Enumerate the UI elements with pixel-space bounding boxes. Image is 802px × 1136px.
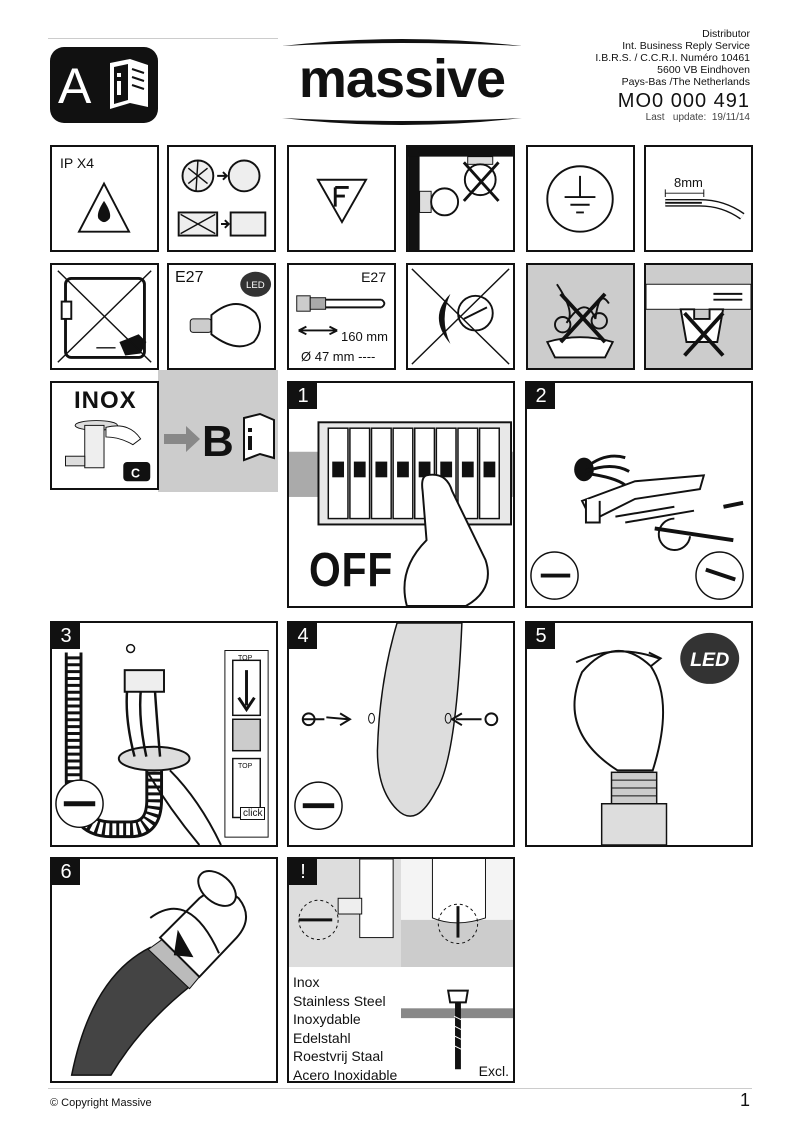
- f-mark-icon: [316, 178, 368, 225]
- top-rule: [48, 38, 278, 39]
- ground-tile: [526, 145, 635, 252]
- inox-tile: INOX C: [50, 381, 159, 490]
- step-6-panel: 6: [50, 857, 278, 1083]
- wiring-illustration: [55, 643, 269, 845]
- material-item: Edelstahl: [293, 1029, 351, 1046]
- material-item: Roestvrij Staal: [293, 1048, 384, 1064]
- no-wire-bundle-tile: [526, 263, 635, 370]
- distributor-address: Distributor Int. Business Reply Service …: [595, 28, 750, 88]
- wire-icon: [664, 189, 745, 220]
- page-number: 1: [739, 1090, 750, 1110]
- no-dimmer-icon: [411, 268, 510, 365]
- copyright: © Copyright Massive: [50, 1097, 152, 1109]
- ip-rating-label: IP X4: [60, 155, 94, 171]
- warning-marker: !: [289, 859, 317, 885]
- bulb-install-illustration: LED: [573, 632, 740, 845]
- f-mark-tile: [287, 145, 396, 252]
- shade-screws-illustration: [294, 623, 499, 831]
- material-item: Acero Inoxidable: [293, 1066, 398, 1083]
- distributor-line: Int. Business Reply Service: [622, 40, 750, 52]
- step-3-panel: 3 TOP TOP click: [50, 621, 278, 847]
- top-marker: TOP: [238, 763, 253, 770]
- wire-strip-label: 8mm: [674, 175, 703, 190]
- ground-icon: [546, 165, 614, 233]
- led-bulb-icon: LED: [189, 271, 272, 348]
- breaker-panel-illustration: [289, 421, 513, 606]
- logo-swoosh-bottom: [282, 118, 522, 125]
- off-label: OFF: [309, 544, 394, 597]
- socket-label: E27: [175, 269, 204, 286]
- no-ceiling-mount-tile: [406, 145, 515, 252]
- manual-b-letter: B: [202, 417, 234, 466]
- warning-panel: ! Inox Stainless Steel Inoxydable Edelst…: [287, 857, 515, 1083]
- badge-letter: A: [58, 58, 92, 114]
- shade-twist-illustration: [70, 870, 248, 1076]
- svg-text:C: C: [131, 466, 140, 480]
- inox-lamp-icon: C: [65, 420, 151, 482]
- reference-number: MO0 000 491: [617, 90, 750, 112]
- e27-cfl-tile: E27 160 mm Ø 47 mm ----: [287, 263, 396, 370]
- no-flush-mount-tile: [644, 263, 753, 370]
- no-ceiling-icon: [408, 147, 513, 250]
- e27-led-bulb-tile: E27 LED: [167, 263, 276, 370]
- ip-rating-tile: IP X4: [50, 145, 159, 252]
- distributor-line: 5600 VB Eindhoven: [657, 64, 750, 76]
- glass-replace-tile: [167, 145, 276, 252]
- step-number: 6: [52, 859, 80, 885]
- distributor-line: Distributor: [702, 28, 750, 40]
- excl-label: Excl.: [478, 1063, 509, 1079]
- manual-badge-a: A: [50, 47, 158, 123]
- socket-label: E27: [361, 269, 386, 285]
- top-marker: TOP: [238, 655, 253, 662]
- material-item: Inoxydable: [293, 1011, 361, 1027]
- step-number: 3: [52, 623, 80, 649]
- step-number: 2: [527, 383, 555, 409]
- logo-swoosh-top: [282, 39, 522, 46]
- stainless-screw-illustration: [289, 859, 513, 1081]
- broken-glass-icon: [177, 159, 267, 237]
- materials-list: Inox Stainless Steel Inoxydable Edelstah…: [293, 973, 398, 1083]
- no-cord-tile: [50, 263, 159, 370]
- length-label: 160 mm: [341, 329, 388, 344]
- distributor-line: I.B.R.S. / C.C.R.I. Numéro 10461: [595, 52, 750, 64]
- no-dimmer-tile: [406, 263, 515, 370]
- brand-name: massive: [298, 49, 506, 109]
- svg-text:LED: LED: [690, 649, 729, 671]
- no-plug-icon: [57, 270, 152, 363]
- diameter-label: Ø 47 mm ----: [301, 349, 376, 364]
- step-4-panel: 4: [287, 621, 515, 847]
- last-update: Last update: 19/11/14: [645, 112, 750, 123]
- footer-rule: [48, 1088, 752, 1089]
- inox-title: INOX: [74, 387, 137, 414]
- bracket-mounting-illustration: [530, 454, 744, 600]
- step-number: 5: [527, 623, 555, 649]
- step-number: 1: [289, 383, 317, 409]
- manual-book-icon: [110, 59, 148, 109]
- water-drop-icon: [77, 181, 131, 233]
- step-2-panel: 2: [525, 381, 753, 608]
- no-bundle-icon: [545, 283, 615, 359]
- wire-strip-tile: 8mm: [644, 145, 753, 252]
- arrow-right-icon: [164, 426, 200, 452]
- material-item: Inox: [293, 974, 320, 990]
- click-label: click: [240, 807, 266, 820]
- distributor-line: Pays-Bas /The Netherlands: [621, 76, 750, 88]
- svg-text:LED: LED: [246, 280, 265, 291]
- brand-logo: massive: [282, 36, 522, 128]
- step-1-panel: 1 OFF: [287, 381, 515, 608]
- no-flush-icon: [646, 283, 751, 357]
- manual-book-icon: [243, 412, 275, 462]
- step-number: 4: [289, 623, 317, 649]
- cfl-bulb-icon: [296, 295, 386, 336]
- material-item: Stainless Steel: [293, 992, 386, 1009]
- step-5-panel: LED 5: [525, 621, 753, 847]
